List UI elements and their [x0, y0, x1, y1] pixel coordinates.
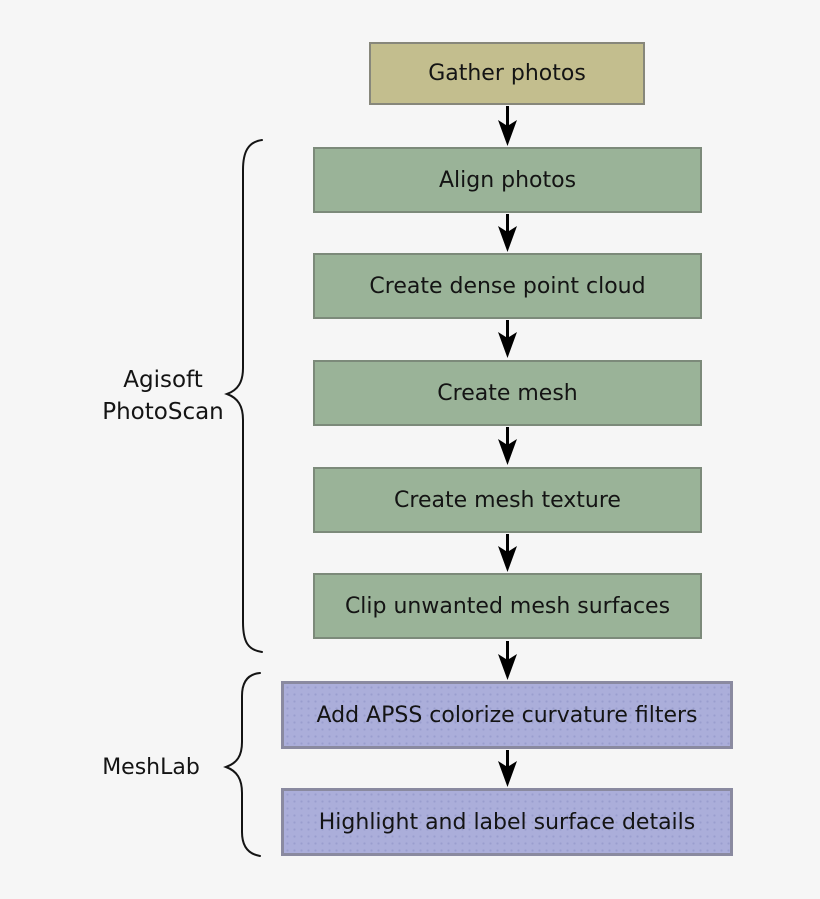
- group-label-line: PhotoScan: [102, 398, 224, 425]
- node-label: Create mesh: [437, 380, 578, 406]
- node-add-apss-colorize-curvature-filters: Add APSS colorize curvature filters: [281, 681, 733, 749]
- node-create-mesh: Create mesh: [313, 360, 702, 426]
- group-label-line: MeshLab: [102, 755, 200, 780]
- node-highlight-and-label-surface-details: Highlight and label surface details: [281, 788, 733, 856]
- down-arrow-icon: [498, 641, 517, 680]
- down-arrow-icon: [498, 106, 517, 146]
- node-label: Add APSS colorize curvature filters: [316, 702, 698, 728]
- down-arrow-icon: [498, 750, 517, 787]
- node-align-photos: Align photos: [313, 147, 702, 213]
- down-arrow-icon: [498, 320, 517, 358]
- node-label: Create mesh texture: [394, 487, 621, 513]
- down-arrow-icon: [498, 534, 517, 572]
- meshlab-label: MeshLab: [51, 753, 251, 783]
- node-label: Gather photos: [428, 61, 586, 86]
- agisoft-photoscan-label: Agisoft PhotoScan: [63, 365, 263, 428]
- down-arrow-icon: [498, 214, 517, 252]
- node-label: Clip unwanted mesh surfaces: [344, 593, 671, 619]
- node-label: Create dense point cloud: [369, 273, 646, 299]
- node-clip-unwanted-mesh-surfaces: Clip unwanted mesh surfaces: [313, 573, 702, 639]
- node-label: Highlight and label surface details: [318, 809, 696, 835]
- node-create-dense-point-cloud: Create dense point cloud: [313, 253, 702, 319]
- node-create-mesh-texture: Create mesh texture: [313, 467, 702, 533]
- node-gather-photos: Gather photos: [369, 42, 645, 105]
- node-label: Align photos: [438, 167, 577, 193]
- down-arrow-icon: [498, 427, 517, 465]
- group-label-line: Agisoft: [123, 367, 203, 393]
